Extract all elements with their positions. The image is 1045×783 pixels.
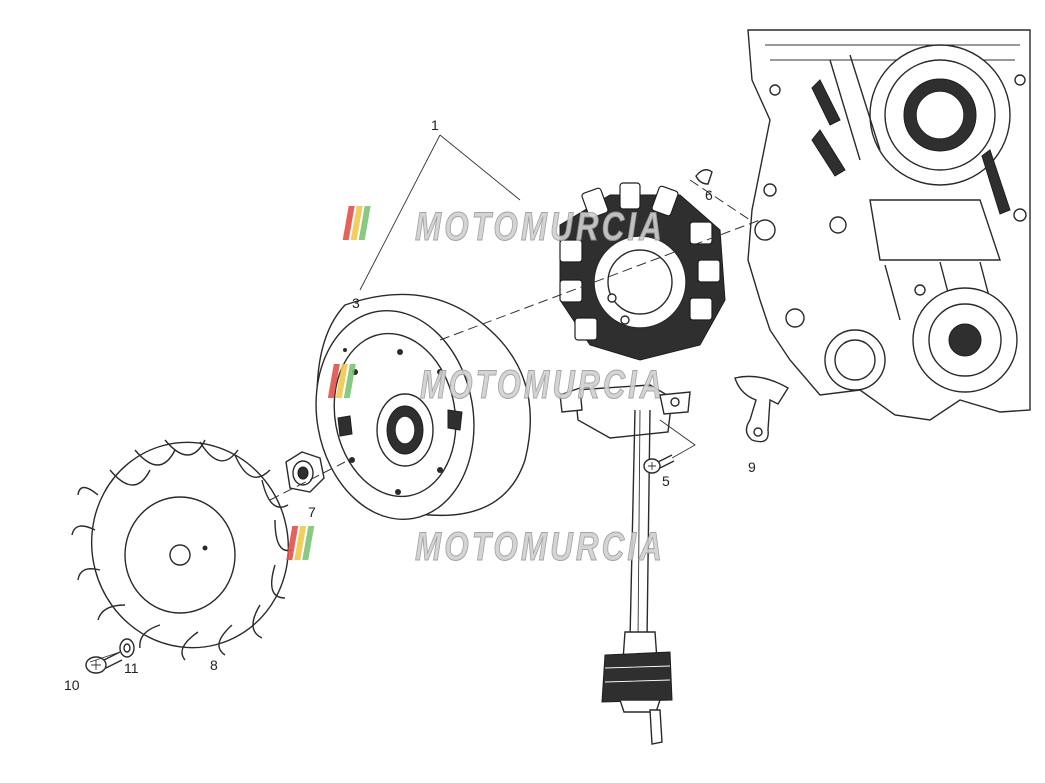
stator [559,182,726,439]
watermark-text-bottom: MOTOMURCIA [415,525,665,569]
fan-bolt [85,651,123,674]
callout-7: 7 [308,504,316,520]
callout-6: 6 [705,187,713,203]
watermark-bottom: MOTOMURCIA [286,525,665,570]
flywheel-rotor [315,293,531,520]
callout-8: 8 [210,657,218,673]
wiring-harness [601,409,673,745]
callout-3: 3 [352,295,360,311]
watermark-text-middle: MOTOMURCIA [420,363,665,407]
callout-9: 9 [748,459,756,475]
callout-1: 1 [431,117,439,133]
callout-5: 5 [662,473,670,489]
leader-lines [89,134,761,663]
wire-clamp [734,375,789,443]
woodruff-key [695,169,713,185]
callout-10: 10 [64,677,80,693]
callout-11: 11 [124,660,139,676]
watermark-middle: MOTOMURCIA [327,363,665,408]
stator-screw [643,454,675,474]
callout-numbers: 1 3 6 5 9 7 8 10 11 [64,117,756,693]
flywheel-nut [285,451,325,493]
fan-washer [119,638,135,658]
watermark-text-top: MOTOMURCIA [415,205,665,249]
cooling-fan [71,439,293,661]
crankcase [747,29,1031,421]
watermark-top: MOTOMURCIA [342,205,665,250]
